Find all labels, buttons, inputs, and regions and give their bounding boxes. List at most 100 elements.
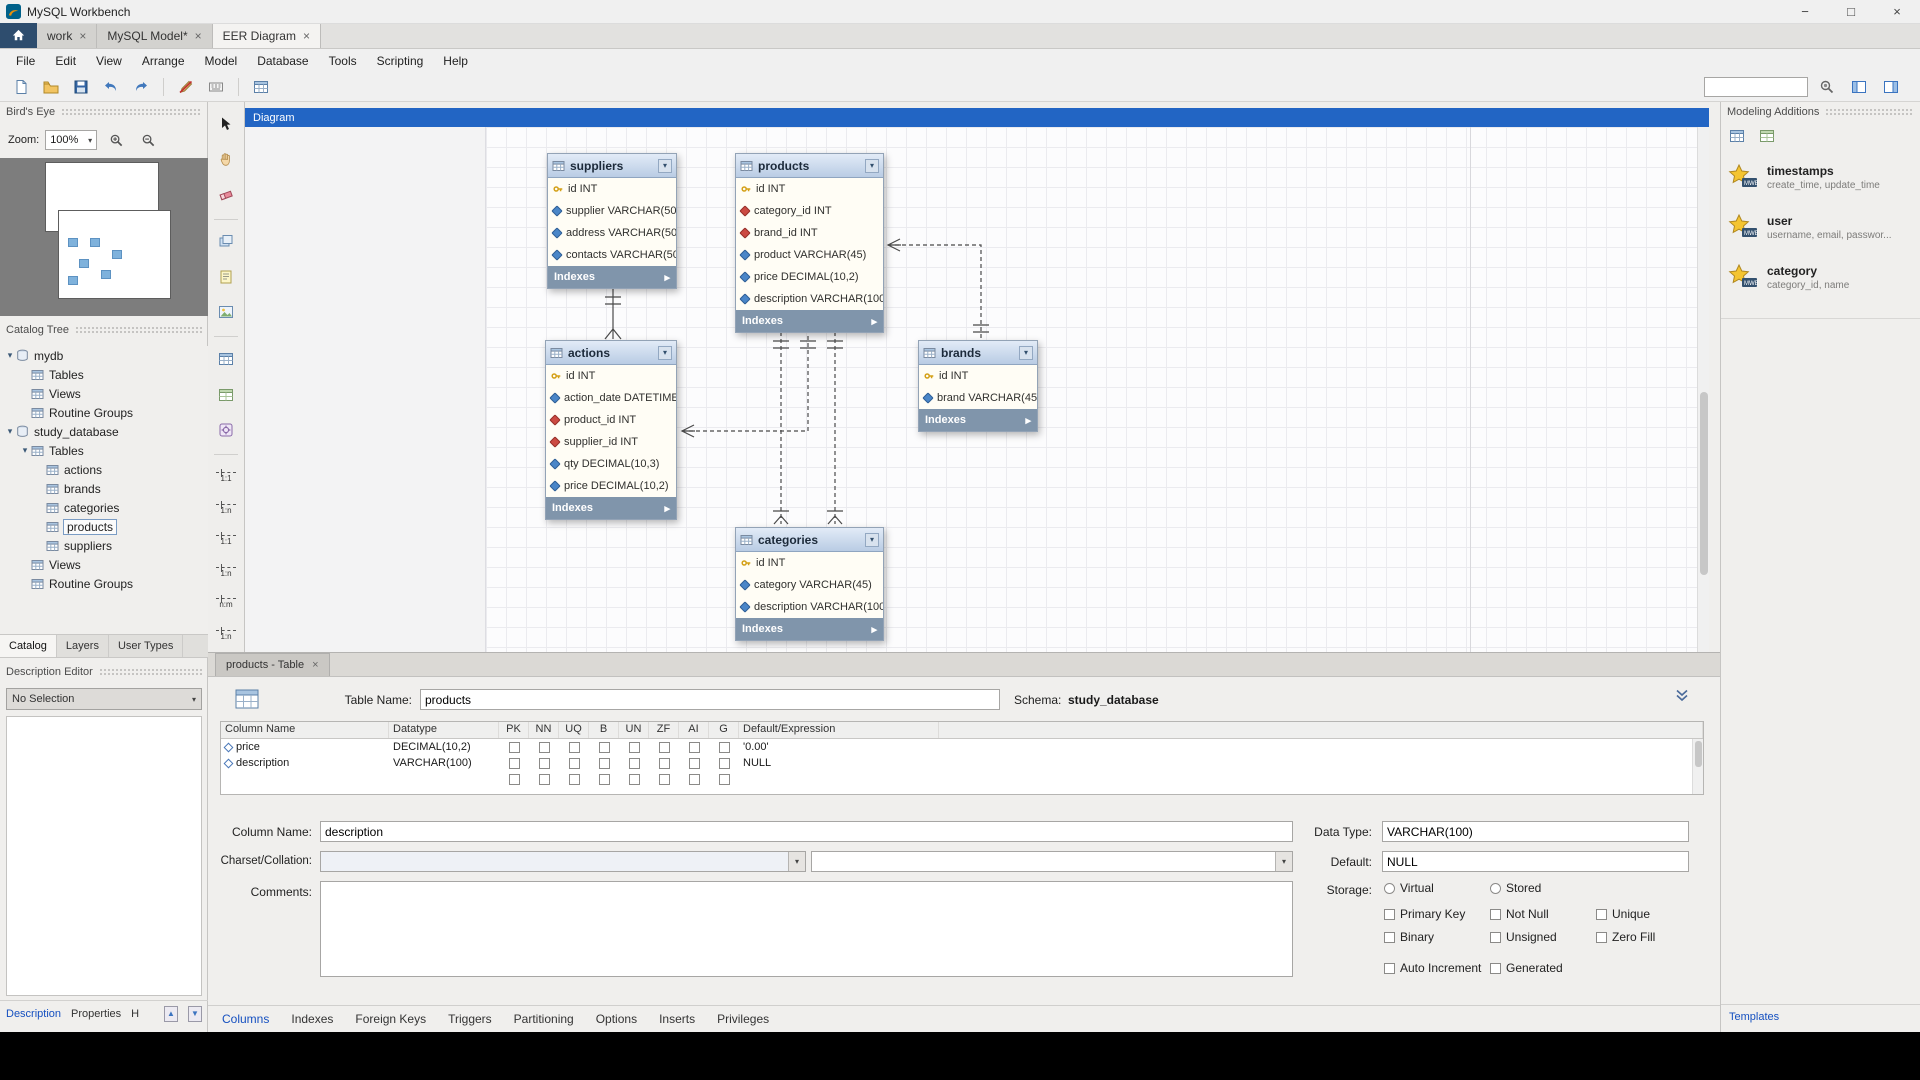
relationship-tool-1-n-5[interactable]: 1:n — [211, 620, 241, 650]
checkbox-icon[interactable] — [508, 773, 520, 785]
open-folder-icon[interactable] — [38, 75, 64, 99]
table-column[interactable]: price DECIMAL(10,2) — [736, 266, 883, 288]
grid-header-uq[interactable]: UQ — [559, 722, 589, 738]
scrollbar-thumb[interactable] — [1694, 741, 1702, 767]
menu-database[interactable]: Database — [257, 53, 309, 68]
flag-zero-fill[interactable]: Zero Fill — [1596, 930, 1706, 944]
radio-icon[interactable] — [1490, 882, 1501, 894]
tree-item-mydb[interactable]: ▾mydb — [0, 346, 208, 365]
indexes-bar[interactable]: Indexes▸ — [736, 618, 883, 640]
grid-header-nn[interactable]: NN — [529, 722, 559, 738]
cell-flag-un[interactable] — [619, 773, 649, 785]
grid-header-default-expression[interactable]: Default/Expression — [739, 722, 939, 738]
indexes-bar[interactable]: Indexes▸ — [546, 497, 676, 519]
tab-triggers[interactable]: Triggers — [448, 1011, 492, 1026]
tree-item-products[interactable]: products — [0, 517, 208, 536]
cell-flag-uq[interactable] — [559, 741, 589, 753]
save-icon[interactable] — [68, 75, 94, 99]
cell-column-name[interactable]: price — [221, 741, 389, 753]
checkbox-icon[interactable] — [1384, 908, 1395, 920]
checkbox-icon[interactable] — [718, 773, 730, 785]
checkbox-icon[interactable] — [1596, 908, 1607, 920]
cell-datatype[interactable]: DECIMAL(10,2) — [393, 741, 471, 753]
table-column[interactable]: brand_id INT — [736, 222, 883, 244]
table-column[interactable]: product_id INT — [546, 409, 676, 431]
cell-flag-b[interactable] — [589, 741, 619, 753]
chevron-down-icon[interactable]: ▾ — [1019, 345, 1033, 360]
cell-flag-nn[interactable] — [529, 757, 559, 769]
cell-datatype[interactable]: VARCHAR(100) — [393, 757, 472, 769]
tree-item-categories[interactable]: categories — [0, 498, 208, 517]
tree-item-brands[interactable]: brands — [0, 479, 208, 498]
table-header[interactable]: suppliers▾ — [548, 154, 676, 178]
view-tool[interactable] — [212, 381, 240, 409]
tree-item-tables[interactable]: Tables — [0, 365, 208, 384]
expander-icon[interactable]: ▾ — [22, 445, 28, 455]
menu-edit[interactable]: Edit — [55, 53, 77, 68]
grid-header-pk[interactable]: PK — [499, 722, 529, 738]
edit-off-icon[interactable] — [173, 75, 199, 99]
checkbox-icon[interactable] — [688, 757, 700, 769]
doc-tab-mysql-model[interactable]: MySQL Model*× — [97, 24, 213, 48]
cell-flag-ai[interactable] — [679, 757, 709, 769]
column-name-input[interactable] — [320, 821, 1293, 842]
cell-flag-ai[interactable] — [679, 773, 709, 785]
expander-icon[interactable]: ▾ — [7, 426, 13, 436]
table-column[interactable]: brand VARCHAR(45) — [919, 387, 1037, 409]
checkbox-icon[interactable] — [658, 757, 670, 769]
eraser-tool[interactable] — [212, 181, 240, 209]
checkbox-icon[interactable] — [568, 773, 580, 785]
cell-flag-nn[interactable] — [529, 773, 559, 785]
checkbox-icon[interactable] — [598, 773, 610, 785]
grid-header-ai[interactable]: AI — [679, 722, 709, 738]
checkbox-icon[interactable] — [628, 741, 640, 753]
close-icon[interactable]: × — [302, 29, 310, 43]
cell-flag-pk[interactable] — [499, 773, 529, 785]
comments-textarea[interactable] — [320, 881, 1293, 977]
close-icon[interactable]: × — [312, 659, 319, 671]
checkbox-icon[interactable] — [538, 741, 550, 753]
tree-item-study-database[interactable]: ▾study_database — [0, 422, 208, 441]
radio-icon[interactable] — [1384, 882, 1395, 894]
checkbox-icon[interactable] — [658, 741, 670, 753]
table-column[interactable]: id INT — [736, 178, 883, 200]
table-column[interactable]: address VARCHAR(50) — [548, 222, 676, 244]
menu-tools[interactable]: Tools — [328, 53, 357, 68]
close-icon[interactable]: × — [79, 29, 87, 43]
tab-privileges[interactable]: Privileges — [717, 1011, 770, 1026]
tree-item-views[interactable]: Views — [0, 384, 208, 403]
cell-flag-g[interactable] — [709, 757, 739, 769]
table-column[interactable]: action_date DATETIME — [546, 387, 676, 409]
cell-flag-un[interactable] — [619, 741, 649, 753]
flag-auto-increment[interactable]: Auto Increment — [1384, 961, 1490, 975]
close-icon[interactable]: × — [194, 29, 202, 43]
maximize-button[interactable]: □ — [1847, 4, 1855, 19]
tree-item-routine-groups[interactable]: Routine Groups — [0, 403, 208, 422]
grid-header-g[interactable]: G — [709, 722, 739, 738]
tab-h[interactable]: H — [131, 1007, 140, 1020]
menu-file[interactable]: File — [16, 53, 36, 68]
note-tool[interactable] — [212, 263, 240, 291]
table-column[interactable]: supplier VARCHAR(50) — [548, 200, 676, 222]
tab-properties[interactable]: Properties — [71, 1007, 122, 1020]
menu-view[interactable]: View — [96, 53, 122, 68]
table-column[interactable]: supplier_id INT — [546, 431, 676, 453]
relationship-tool-1-1-0[interactable]: 1:1 — [211, 463, 241, 493]
relationship-tool-1-n-1[interactable]: 1:n — [211, 494, 241, 524]
tree-item-tables[interactable]: ▾Tables — [0, 441, 208, 460]
checkbox-icon[interactable] — [538, 773, 550, 785]
checkbox-icon[interactable] — [1490, 931, 1501, 943]
cell-flag-un[interactable] — [619, 757, 649, 769]
checkbox-icon[interactable] — [718, 757, 730, 769]
redo-icon[interactable] — [128, 75, 154, 99]
checkbox-icon[interactable] — [628, 773, 640, 785]
selection-dropdown[interactable]: No Selection ▾ — [6, 688, 202, 710]
checkbox-icon[interactable] — [1384, 962, 1395, 974]
